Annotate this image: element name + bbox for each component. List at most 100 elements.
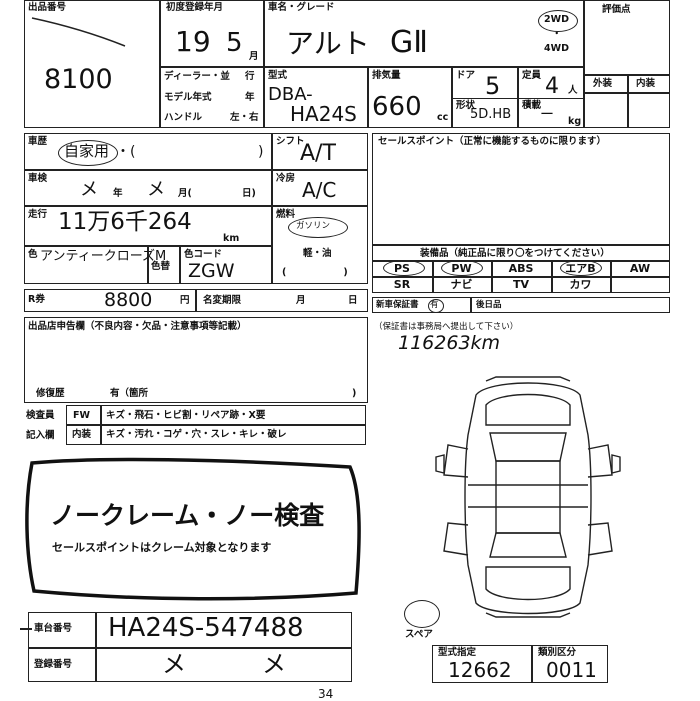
equip-col-v4 [610,260,612,293]
engine-box [368,67,452,128]
car-label: 車名・グレード [268,2,335,13]
registration-mark1: メ [162,650,186,678]
spare-label: スペア [405,629,433,640]
car-diagram [435,376,621,618]
color-code-value: ZGW [188,260,235,282]
inspector-row-divider [66,424,366,426]
type-prefix: DBA- [268,84,313,105]
first-reg-month: 5 [226,28,243,58]
equipment-box [372,245,670,293]
mileage-label: 走行 [28,209,48,220]
model-year-label: モデル年式 [164,92,212,103]
chassis-label-box [28,612,96,648]
history-circle [58,140,118,166]
equipment-row2-item-3: カワ [569,278,592,291]
inspector-col-divider [100,405,102,445]
inspection-box [24,170,272,206]
registration-label: 登録番号 [34,659,73,670]
class-value: 0011 [546,658,597,682]
engine-unit: cc [437,112,449,123]
equip-col-v2 [491,260,493,293]
warranty-have: 有 [430,300,439,310]
color-change-box [148,246,180,284]
capacity-value: 4 [545,74,559,99]
inspection-label: 車検 [28,173,48,184]
equip-col-v3 [551,260,553,293]
first-reg-label: 初度登録年月 [166,2,224,13]
type-value: HA24S [290,102,357,126]
class-label: 類別区分 [538,647,577,658]
fuel-gasoline: ガソリン [296,221,331,231]
mileage-unit: km [223,233,240,244]
equipment-row2-item-0: SR [393,278,411,291]
warranty-note: （保証書は事務局へ提出して下さい） [374,322,519,332]
inspection-year-val: メ [80,179,98,200]
history-value: 自家用 [64,142,110,160]
report-box [24,317,368,403]
shift-box [272,133,368,170]
no-claim-sub: セールスポイントはクレーム対象となります [52,541,272,554]
repair-label: 修復歴 [36,388,65,399]
car-name: アルト [286,27,370,60]
dealer-line1b: 行 [245,71,255,82]
load-label: 積載 [522,100,542,111]
drive-2wd: 2WD [544,14,569,25]
no-claim-stamp-frame [25,457,361,601]
chassis-label: 車台番号 [34,623,73,634]
inspector-label2: 記入欄 [26,430,55,441]
shift-value: A/T [300,141,336,166]
inspector-label1: 検査員 [26,410,55,421]
equipment-row2-item-1: ナビ [450,278,473,291]
equip-row-h2 [372,276,670,278]
class-box [532,645,608,683]
repair-close: ) [352,388,357,399]
first-reg-year: 19 [175,25,211,58]
color-box [24,246,148,284]
dealer-box [160,67,264,128]
handle-label: ハンドル [164,112,203,123]
equipment-row2-item-2: TV [512,278,530,291]
equipment-row1-item-4: AW [629,262,651,275]
sales-points-label: セールスポイント（正常に機能するものに限ります） [378,136,607,147]
recycle-unit: 円 [180,295,190,306]
registration-mark2: メ [262,650,286,678]
recycle-label: R券 [28,294,45,305]
inspection-month-val: メ [147,179,165,200]
equip-row-h1 [372,260,670,262]
equipment-marked-circle-3 [560,260,602,276]
shift-label: シフト [276,136,305,147]
color-code-box [180,246,272,284]
ac-label: 冷房 [276,173,296,184]
lot-slash-mark [31,17,126,47]
equip-col-v1 [432,260,434,293]
report-label: 出品店申告欄（不良内容・欠品・注意事項等記載） [28,321,247,332]
first-reg-box [160,0,264,67]
dealer-line1: ディーラー・並 [164,71,230,82]
shape-value: 5D.HB [470,107,512,122]
inspection-year-unit: 年 [113,188,123,199]
type-box [264,67,368,128]
expiry-box [196,289,368,312]
load-value: ー [540,107,554,123]
inspector-int: 内装 [72,429,92,440]
shape-label: 形状 [456,100,476,111]
warranty-divider [470,297,472,313]
no-claim-title: ノークレーム・ノー検査 [50,501,325,530]
equipment-marked-circle-1 [441,260,483,276]
fuel-paren: ( ) [282,267,348,278]
equipment-marked-circle-0 [383,260,425,276]
inspection-month-unit: 月( [178,188,192,199]
repair-value: 有（箇所 [110,388,149,399]
model-year-unit: 年 [245,92,255,103]
sales-points-box [372,133,670,245]
history-label: 車歴 [28,136,48,147]
inspection-day-unit: 日) [242,188,256,199]
footer-number: 34 [318,687,334,701]
mileage-value: 11万6千264 [58,209,192,235]
warranty-later: 後日品 [476,300,502,310]
shape-box [452,98,518,128]
fuel-box [272,206,368,284]
capacity-label: 定員 [522,70,542,81]
warranty-box [372,297,670,313]
color-code-label: 色コード [184,249,223,260]
